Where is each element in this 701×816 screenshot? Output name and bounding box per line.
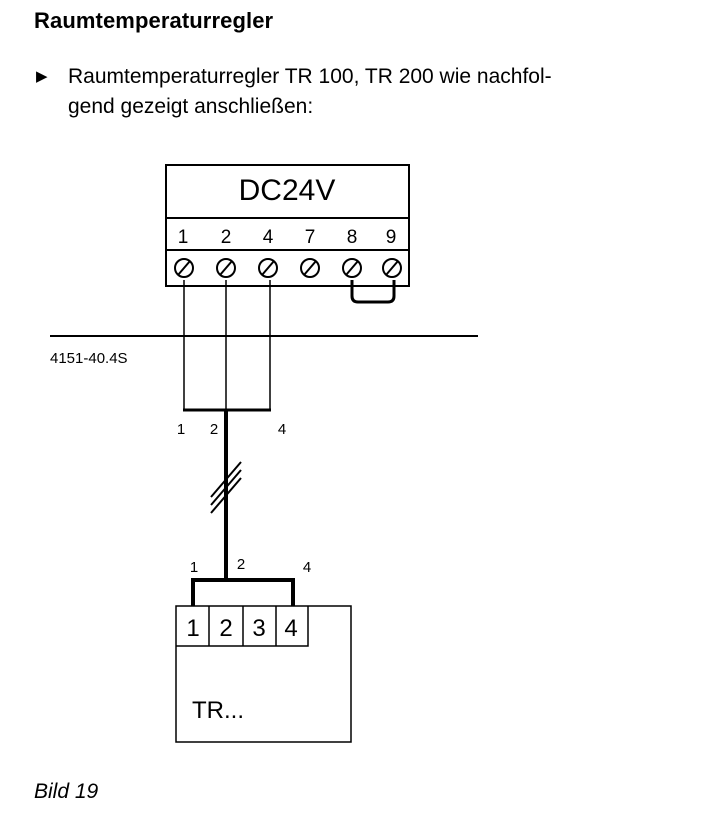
terminal-number: 1 [178,227,189,248]
terminal-numbers: 1 2 4 7 8 9 [178,227,397,248]
terminal-number: 7 [305,227,316,248]
cable-bottom-label: 2 [237,556,245,573]
instruction-text-line-1: Raumtemperaturregler TR 100, TR 200 wie … [68,65,552,88]
controller-terminal: 1 [186,615,199,642]
figure-caption: Bild 19 [34,780,99,803]
screw-icon [342,258,362,278]
cable-top-label: 4 [278,421,286,438]
section-heading: Raumtemperaturregler [34,8,274,33]
instruction-text-line-2: gend gezeigt anschließen: [68,95,314,118]
controller-terminal: 2 [219,615,232,642]
cable-top-label: 2 [210,421,218,438]
terminal-number: 4 [263,227,274,248]
screw-icon [216,258,236,278]
screw-icon [174,258,194,278]
screw-terminals [174,258,402,278]
controller-label: TR... [192,697,244,724]
screw-icon [382,258,402,278]
screw-icon [258,258,278,278]
controller-box: 1 2 3 4 TR... [175,605,352,743]
controller-terminal: 3 [252,615,265,642]
terminal-number: 9 [386,227,397,248]
bullet-triangle-icon: ▶ [36,68,48,85]
module-label: 4151-40.4S [50,350,128,367]
controller-terminal: 4 [284,615,297,642]
cable-top-label: 1 [177,421,185,438]
supply-label: DC24V [239,174,336,207]
screw-icon [300,258,320,278]
cable-multicore-marks [210,461,242,514]
supply-terminal-block: DC24V [165,164,410,287]
terminal-number: 8 [347,227,358,248]
terminal-wires [183,280,271,410]
terminal-number: 2 [221,227,232,248]
cable-bottom-label: 4 [303,559,311,576]
cable-bottom-label: 1 [190,559,198,576]
jumper-wire-8-9 [350,280,396,304]
cable-collector-bottom [191,578,295,606]
